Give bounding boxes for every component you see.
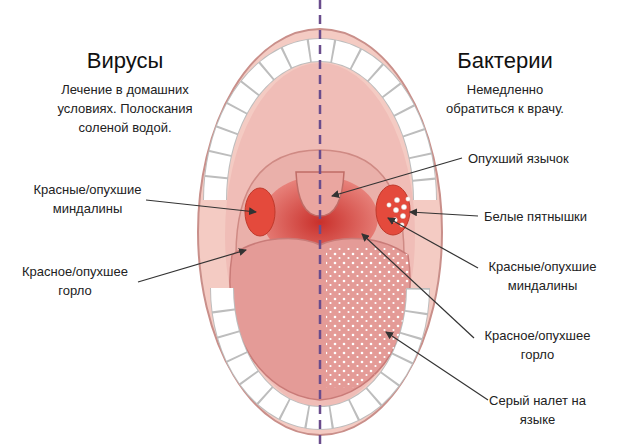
- callout-label: Красные/опухшие миндалины: [20, 180, 155, 218]
- leader-lines: [138, 158, 488, 400]
- divider-line: [319, 0, 322, 446]
- callout-label: Серый налет на языке: [470, 391, 605, 429]
- heading: Бактерии: [440, 48, 570, 74]
- callout-label: Красное/опухшее горло: [470, 326, 605, 364]
- note: Немедленно обратиться к врачу.: [435, 80, 575, 118]
- white-spots: [387, 197, 410, 227]
- callout-label: Красные/опухшие миндалины: [470, 257, 615, 295]
- left-tonsil: [245, 188, 275, 236]
- mouth-cavity: [225, 63, 415, 407]
- heading: Вирусы: [60, 48, 190, 74]
- note: Лечение в домашних условиях. Полоскания …: [50, 80, 200, 137]
- callout-label: Опухший язычок: [468, 149, 618, 168]
- callout-label: Красное/опухшее горло: [10, 262, 140, 300]
- callout-label: Белые пятнышки: [484, 207, 634, 226]
